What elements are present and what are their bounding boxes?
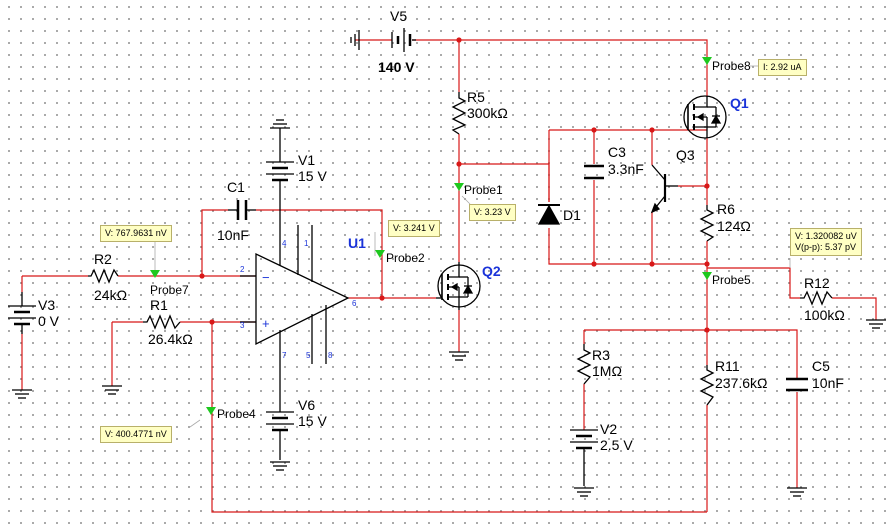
probe2-marker [375, 250, 385, 258]
r3-resistor-symbol[interactable] [576, 344, 592, 385]
probe2-name: Probe2 [386, 251, 425, 265]
u1-opamp-symbol[interactable] [240, 218, 350, 400]
r3-name: R3 [592, 347, 610, 363]
pin-6: 6 [352, 299, 357, 308]
r1-value: 26.4kΩ [148, 331, 193, 347]
r12-resistor-symbol[interactable] [800, 290, 833, 306]
v2-battery-symbol[interactable] [570, 429, 598, 486]
r1-name: R1 [150, 297, 168, 313]
c5-value: 10nF [812, 375, 844, 391]
q1-mosfet-symbol[interactable] [683, 95, 727, 139]
q2-name: Q2 [482, 263, 501, 279]
v1-name: V1 [298, 152, 315, 168]
r11-value: 237.6kΩ [715, 375, 768, 391]
q2-mosfet-symbol[interactable] [436, 262, 481, 310]
probe8-name: Probe8 [712, 59, 751, 73]
r12-name: R12 [804, 275, 830, 291]
inverting-sign: − [262, 270, 270, 285]
probe4-reading: V: 400.4771 nV [100, 426, 172, 443]
r6-name: R6 [717, 201, 735, 217]
v1-value: 15 V [298, 168, 327, 184]
pin-4: 4 [282, 239, 287, 248]
c1-value: 10nF [217, 227, 249, 243]
d1-diode-symbol[interactable] [537, 204, 561, 225]
probe5-reading-vpp: V(p-p): 5.37 pV [795, 242, 857, 252]
probe5-marker [702, 272, 712, 280]
v2-name: V2 [600, 421, 617, 437]
probe7-marker [150, 270, 160, 278]
r1-resistor-symbol[interactable] [143, 314, 181, 330]
r5-name: R5 [467, 89, 485, 105]
pin-7: 7 [282, 351, 287, 360]
r5-resistor-symbol[interactable] [451, 92, 467, 135]
c5-name: C5 [812, 358, 830, 374]
v3-value: 0 V [38, 313, 60, 329]
u1-name: U1 [348, 235, 366, 251]
probe1-reading: V: 3.23 V [469, 204, 516, 221]
probe5-reading: V: 1.320082 uV V(p-p): 5.37 pV [790, 228, 862, 256]
c1-capacitor-symbol[interactable] [228, 200, 256, 220]
ground-symbols [12, 119, 886, 497]
d1-name: D1 [563, 207, 581, 223]
r5-value: 300kΩ [467, 105, 508, 121]
q1-name: Q1 [730, 95, 749, 111]
pin-5: 5 [306, 351, 311, 360]
v6-name: V6 [298, 397, 315, 413]
probe1-marker [454, 183, 464, 191]
v6-value: 15 V [298, 413, 327, 429]
pin-3: 3 [240, 321, 245, 330]
probe1-name: Probe1 [464, 183, 503, 197]
r2-value: 24kΩ [94, 287, 127, 303]
pin-8: 8 [328, 351, 333, 360]
v2-value: 2.5 V [600, 437, 633, 453]
pin-2: 2 [240, 265, 245, 274]
q3-name: Q3 [676, 147, 695, 163]
r2-resistor-symbol[interactable] [88, 268, 119, 284]
probe5-reading-v: V: 1.320082 uV [795, 231, 857, 241]
c3-capacitor-symbol[interactable] [584, 164, 604, 180]
c1-name: C1 [227, 179, 245, 195]
probe4-marker [206, 407, 216, 415]
probe-labels: Probe1 Probe2 Probe4 Probe5 Probe7 Probe… [150, 59, 751, 421]
component-labels: V5 140 V R5 300kΩ V1 15 V C1 10nF R2 24k… [38, 8, 845, 453]
probe4-name: Probe4 [217, 407, 256, 421]
r6-resistor-symbol[interactable] [699, 205, 715, 242]
c3-name: C3 [608, 144, 626, 160]
probe8-reading: I: 2.92 uA [758, 59, 807, 76]
r2-name: R2 [94, 251, 112, 267]
noninverting-sign: + [262, 316, 270, 331]
probe7-reading: V: 767.9631 nV [100, 225, 172, 242]
pin-1: 1 [304, 239, 309, 248]
v5-value: 140 V [378, 59, 415, 75]
v5-name: V5 [390, 8, 407, 24]
probe7-name: Probe7 [150, 283, 189, 297]
c3-value: 3.3nF [608, 161, 644, 177]
v6-battery-symbol[interactable] [266, 400, 294, 460]
r11-resistor-symbol[interactable] [699, 365, 715, 406]
probe-arrows [150, 57, 712, 415]
r6-value: 124Ω [717, 218, 751, 234]
probe8-marker [702, 57, 712, 65]
v1-battery-symbol[interactable] [266, 142, 294, 218]
junctions [199, 37, 710, 333]
probe2-reading: V: 3.241 V [388, 220, 440, 237]
v3-name: V3 [38, 297, 55, 313]
r12-value: 100kΩ [804, 307, 845, 323]
c5-capacitor-symbol[interactable] [786, 377, 808, 392]
component-symbols [8, 28, 886, 497]
v5-battery-symbol[interactable] [350, 28, 416, 52]
opamp-pin-labels: 4 1 2 3 6 7 5 8 − + [240, 239, 357, 360]
probe5-name: Probe5 [712, 273, 751, 287]
r11-name: R11 [715, 358, 740, 374]
r3-value: 1MΩ [592, 363, 622, 379]
v3-battery-symbol[interactable] [8, 292, 36, 334]
q3-transistor-symbol[interactable] [650, 164, 678, 214]
